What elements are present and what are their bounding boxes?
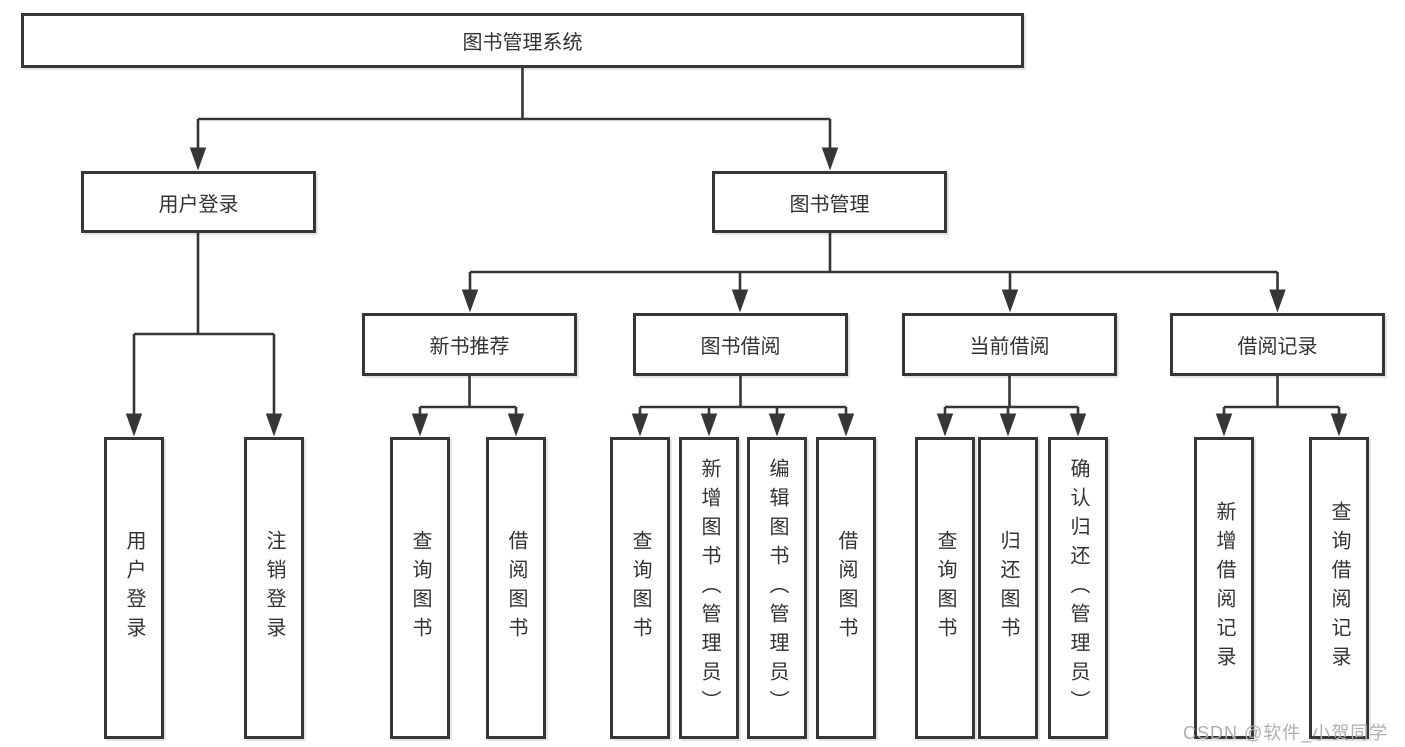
leaf-label: 用户登录 xyxy=(123,530,145,646)
node-label: 图书管理系统 xyxy=(462,32,583,54)
leaf-label: 借阅图书 xyxy=(835,530,857,646)
leaf-label: 查询图书 xyxy=(934,530,956,646)
leaf-borrow-books: 借阅图书 xyxy=(816,437,876,739)
leaf-query-books-recommend: 查询图书 xyxy=(390,437,450,739)
node-label: 图书管理 xyxy=(789,193,870,216)
leaf-label: 查询借阅记录 xyxy=(1328,501,1350,675)
leaf-query-books-current: 查询图书 xyxy=(915,437,975,739)
leaf-label: 确认归还（管理员） xyxy=(1067,457,1089,719)
node-new-book-recommendation: 新书推荐 xyxy=(362,313,577,376)
leaf-label: 查询图书 xyxy=(409,530,431,646)
node-book-borrowing: 图书借阅 xyxy=(633,313,848,376)
watermark: CSDN @软件_小贺同学 xyxy=(1183,723,1389,743)
leaf-query-borrow-record: 查询借阅记录 xyxy=(1309,437,1369,739)
leaf-label: 注销登录 xyxy=(263,530,285,646)
leaf-borrow-books-recommend: 借阅图书 xyxy=(486,437,546,739)
leaf-label: 新增图书（管理员） xyxy=(698,457,720,719)
leaf-query-books-borrowing: 查询图书 xyxy=(610,437,670,739)
leaf-logout: 注销登录 xyxy=(244,437,304,739)
node-library-management-system: 图书管理系统 xyxy=(21,13,1024,68)
leaf-return-books: 归还图书 xyxy=(978,437,1038,739)
leaf-label: 借阅图书 xyxy=(505,530,527,646)
node-label: 新书推荐 xyxy=(429,336,510,358)
leaf-add-book-admin: 新增图书（管理员） xyxy=(679,437,739,739)
leaf-label: 归还图书 xyxy=(997,530,1019,646)
node-label: 当前借阅 xyxy=(969,336,1050,358)
leaf-label: 查询图书 xyxy=(629,530,651,646)
node-book-management: 图书管理 xyxy=(712,171,947,233)
leaf-add-borrow-record: 新增借阅记录 xyxy=(1194,437,1254,739)
node-label: 用户登录 xyxy=(158,193,239,216)
node-label: 图书借阅 xyxy=(700,336,781,358)
leaf-label: 新增借阅记录 xyxy=(1213,501,1235,675)
leaf-label: 编辑图书（管理员） xyxy=(766,457,788,719)
node-user-login: 用户登录 xyxy=(81,171,316,233)
node-current-borrowing: 当前借阅 xyxy=(902,313,1117,376)
leaf-user-login: 用户登录 xyxy=(104,437,164,739)
node-borrowing-records: 借阅记录 xyxy=(1170,313,1385,376)
leaf-edit-book-admin: 编辑图书（管理员） xyxy=(747,437,807,739)
leaf-confirm-return-admin: 确认归还（管理员） xyxy=(1048,437,1108,739)
node-label: 借阅记录 xyxy=(1237,336,1318,358)
